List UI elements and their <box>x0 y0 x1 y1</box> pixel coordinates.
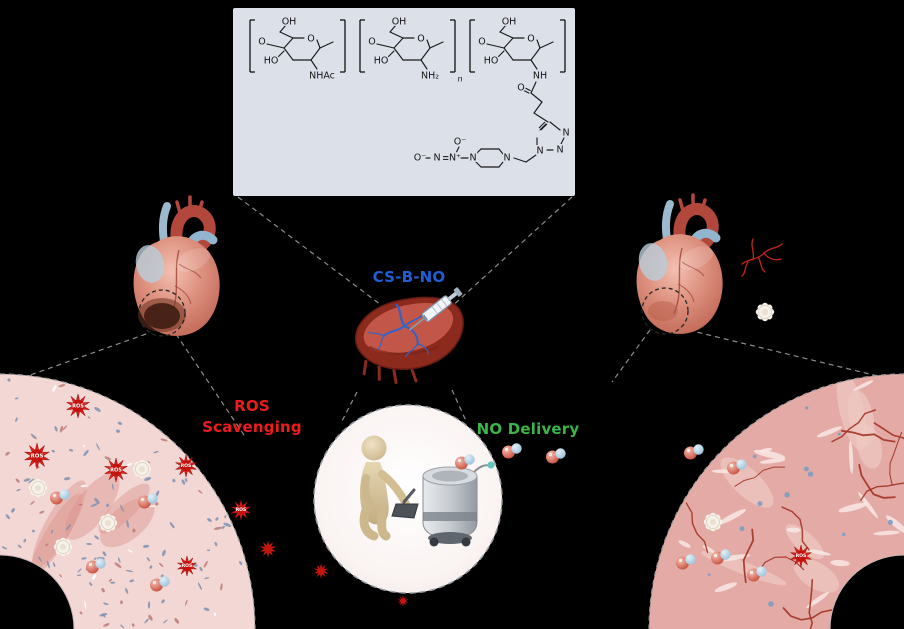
svg-text:O: O <box>527 34 534 45</box>
no-delivery-label: NO Delivery <box>476 420 580 438</box>
svg-text:ROS: ROS <box>31 454 44 460</box>
svg-text:NHAc: NHAc <box>309 71 335 82</box>
svg-text:HO: HO <box>374 56 389 67</box>
immune-cells <box>28 302 775 557</box>
svg-text:NH: NH <box>533 71 547 82</box>
svg-text:OH: OH <box>282 17 297 28</box>
ros-stars: ROS ROS ROS ROS ROS ROS ROS <box>24 393 812 607</box>
dustpan <box>391 503 419 519</box>
svg-text:N: N <box>562 128 569 139</box>
svg-text:n: n <box>457 75 462 84</box>
angiogenesis-sprout-icon <box>741 238 783 277</box>
svg-text:O⁻: O⁻ <box>414 153 427 164</box>
blue-vessel-branch <box>368 304 429 358</box>
svg-text:ROS: ROS <box>796 553 807 559</box>
svg-text:O: O <box>478 37 485 48</box>
robot-cleaner <box>422 461 495 547</box>
svg-text:N: N <box>556 145 563 156</box>
ros-scavenging-line2: Scavenging <box>202 418 302 436</box>
svg-text:O: O <box>417 34 424 45</box>
svg-text:N: N <box>433 153 440 164</box>
dashed-connectors <box>4 196 887 439</box>
svg-text:ROS: ROS <box>181 463 192 469</box>
svg-text:N: N <box>536 146 543 157</box>
svg-text:ROS: ROS <box>236 507 247 513</box>
svg-text:O: O <box>368 37 375 48</box>
svg-text:HO: HO <box>264 56 279 67</box>
svg-text:N: N <box>469 153 476 164</box>
no-molecules <box>50 443 767 592</box>
ros-scavenging-line1: ROS <box>234 397 270 415</box>
svg-text:ROS: ROS <box>182 563 193 569</box>
chemical-structure-panel: OHOOHONHAcOHOOHONH₂OHOOHONHnONNNNNN⁺NO⁻O… <box>233 8 575 196</box>
person-figure <box>359 435 419 541</box>
syringe <box>409 287 463 331</box>
infarcted-heart <box>133 195 220 337</box>
svg-text:OH: OH <box>502 17 517 28</box>
cleanup-zoom-circle <box>313 404 503 594</box>
svg-text:HO: HO <box>484 56 499 67</box>
cs-b-no-structure: OHOOHONHAcOHOOHONH₂OHOOHONHnONNNNNN⁺NO⁻O… <box>249 15 571 168</box>
dustpan-handle <box>402 488 416 504</box>
svg-text:O: O <box>307 34 314 45</box>
svg-text:O: O <box>258 37 265 48</box>
structure-box <box>233 8 575 196</box>
compound-label: CS-B-NO <box>372 268 446 286</box>
treated-heart <box>636 193 723 335</box>
svg-text:N: N <box>503 153 510 164</box>
svg-text:O: O <box>517 83 524 94</box>
svg-text:O⁻: O⁻ <box>454 137 467 148</box>
svg-text:OH: OH <box>392 17 407 28</box>
ros-scavenging-label: ROS Scavenging <box>188 396 316 438</box>
svg-text:NH₂: NH₂ <box>421 71 439 82</box>
svg-text:N⁺: N⁺ <box>449 153 461 164</box>
svg-text:ROS: ROS <box>72 404 84 410</box>
svg-text:ROS: ROS <box>110 468 122 474</box>
